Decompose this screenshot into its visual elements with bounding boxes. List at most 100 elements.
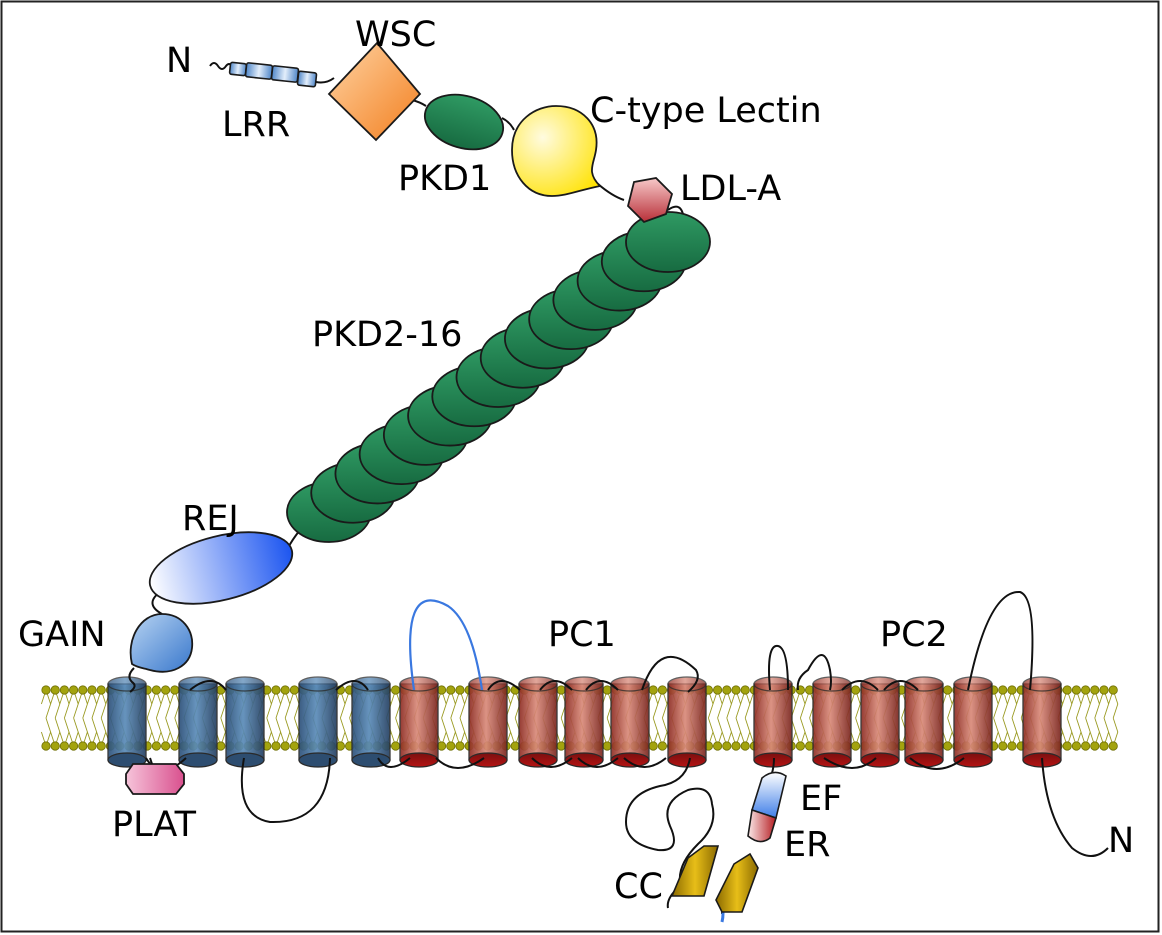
label-pkd2-16: PKD2-16 — [312, 315, 462, 355]
label-n-terminus-pc2: N — [1108, 821, 1134, 861]
lipid-head — [78, 685, 88, 695]
lipid-head — [455, 741, 465, 751]
lipid-head — [731, 741, 741, 751]
lipid-head — [271, 741, 281, 751]
pc1-blue-loop — [409, 599, 484, 691]
label-c-type-lectin: C-type Lectin — [590, 91, 822, 131]
pc1-tm-helix — [107, 676, 147, 768]
lipid-head — [1081, 741, 1091, 751]
coiled-coil-domain — [670, 845, 759, 913]
label-ef: EF — [800, 779, 842, 819]
lipid-head — [1071, 685, 1082, 695]
lipid-head — [1062, 685, 1072, 695]
lipid-head — [170, 741, 180, 751]
lipid-head — [740, 741, 750, 751]
lipid-head — [731, 685, 741, 695]
lipid-head — [151, 741, 161, 751]
lipid-head — [998, 685, 1008, 695]
lipid-head — [1108, 741, 1118, 751]
lipid-head — [50, 741, 60, 751]
lipid-head — [59, 685, 70, 695]
lipid-head — [556, 685, 566, 695]
lipid-head — [280, 685, 290, 695]
pc1-tm-helix — [468, 676, 508, 768]
lipid-head — [1007, 741, 1017, 751]
plat-domain — [125, 763, 185, 795]
lipid-head — [740, 685, 750, 695]
label-pkd1: PKD1 — [398, 159, 491, 199]
lipid-head — [648, 741, 658, 751]
lipid-head — [151, 685, 161, 695]
lipid-head — [436, 741, 447, 751]
lrr-domain — [228, 61, 318, 88]
pc2-tm-helix — [904, 676, 944, 768]
transmembrane-helices — [107, 676, 1062, 768]
plat-linker — [149, 757, 153, 765]
label-n-terminus-pc1: N — [166, 41, 192, 81]
label-gain: GAIN — [18, 615, 106, 655]
gain-domain — [129, 613, 194, 673]
pc1-tm-helix — [610, 676, 650, 768]
lipid-head — [280, 741, 290, 751]
label-lrr: LRR — [222, 105, 290, 145]
lipid-head — [96, 685, 106, 695]
lipid-head — [50, 685, 60, 695]
lipid-head — [161, 741, 171, 751]
pkd2-16-repeat-stack — [286, 211, 711, 543]
lipid-head — [942, 741, 953, 751]
pc1-tm-helix — [399, 676, 439, 768]
lipid-head — [87, 685, 97, 695]
lipid-head — [1099, 741, 1109, 751]
lipid-head — [556, 741, 566, 751]
pc2-tm-helix — [1022, 676, 1062, 768]
lipid-head — [1090, 741, 1100, 751]
label-plat: PLAT — [112, 805, 197, 845]
pkd1-domain — [423, 93, 505, 151]
lipid-head — [1090, 685, 1100, 695]
pc1-tm-helix — [298, 676, 338, 768]
lipid-head — [455, 685, 465, 695]
lipid-head — [96, 741, 106, 751]
lipid-head — [795, 741, 806, 751]
lipid-head — [722, 685, 732, 695]
lipid-head — [1062, 741, 1072, 751]
lipid-head — [602, 685, 612, 695]
lipid-head — [1108, 685, 1118, 695]
rej-domain — [148, 531, 294, 605]
ldl-a-domain — [627, 177, 674, 224]
pc1-tm-helix — [351, 676, 391, 768]
lipid-head — [390, 741, 401, 751]
wsc-domain — [327, 41, 422, 142]
lipid-head — [712, 741, 723, 751]
lipid-head — [602, 741, 612, 751]
lipid-head — [712, 685, 723, 695]
lipid-head — [1099, 685, 1109, 695]
lipid-head — [289, 741, 299, 751]
pc1-tm-helix — [225, 676, 265, 768]
lipid-head — [1081, 685, 1091, 695]
pc1-tm-helix — [178, 676, 218, 768]
lipid-head — [942, 685, 953, 695]
lipid-head — [657, 741, 668, 751]
linker-lines — [128, 62, 1109, 915]
pc2-tm-helix — [753, 676, 793, 768]
lipid-head — [41, 741, 51, 751]
pc2-tm-helix — [953, 676, 993, 768]
label-pc1: PC1 — [548, 615, 616, 655]
pc2-tm-helix — [812, 676, 852, 768]
lipid-head — [78, 741, 88, 751]
lipid-head — [1071, 741, 1082, 751]
lipid-head — [850, 741, 861, 751]
lipid-head — [216, 741, 226, 751]
label-wsc: WSC — [355, 15, 436, 55]
label-ldl-a: LDL-A — [680, 169, 781, 209]
pc1-tm-helix — [667, 676, 707, 768]
label-cc: CC — [614, 867, 663, 907]
pc2-tm-helix — [860, 676, 900, 768]
lipid-head — [510, 741, 520, 751]
lipid-head — [289, 685, 299, 695]
lipid-head — [850, 685, 861, 695]
ef-hand-domain — [747, 771, 787, 843]
c-type-lectin-domain — [511, 105, 602, 197]
